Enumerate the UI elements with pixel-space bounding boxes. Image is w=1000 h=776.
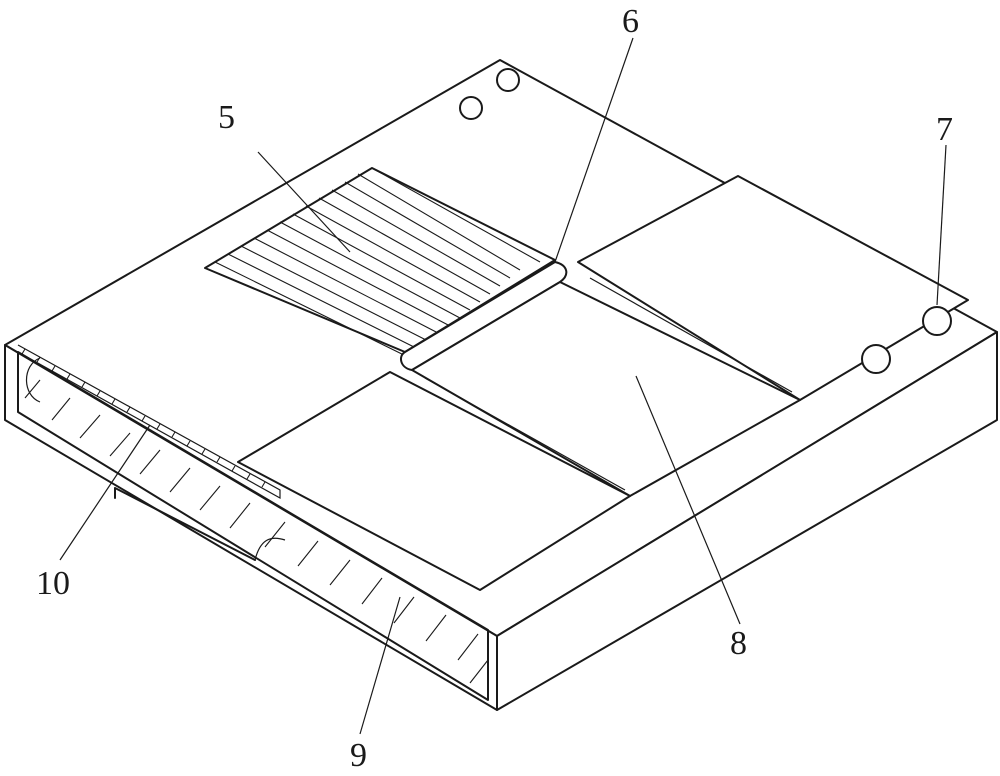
callout-7: 7 <box>936 111 953 148</box>
hole-2 <box>497 69 519 91</box>
hole-1 <box>460 97 482 119</box>
callout-9: 9 <box>350 737 367 774</box>
callout-8: 8 <box>730 625 747 662</box>
callout-10: 10 <box>36 565 70 602</box>
callout-5: 5 <box>218 99 235 136</box>
leader-7 <box>937 145 946 305</box>
callout-6: 6 <box>622 3 639 40</box>
hole-3 <box>862 345 890 373</box>
hole-4 <box>923 307 951 335</box>
